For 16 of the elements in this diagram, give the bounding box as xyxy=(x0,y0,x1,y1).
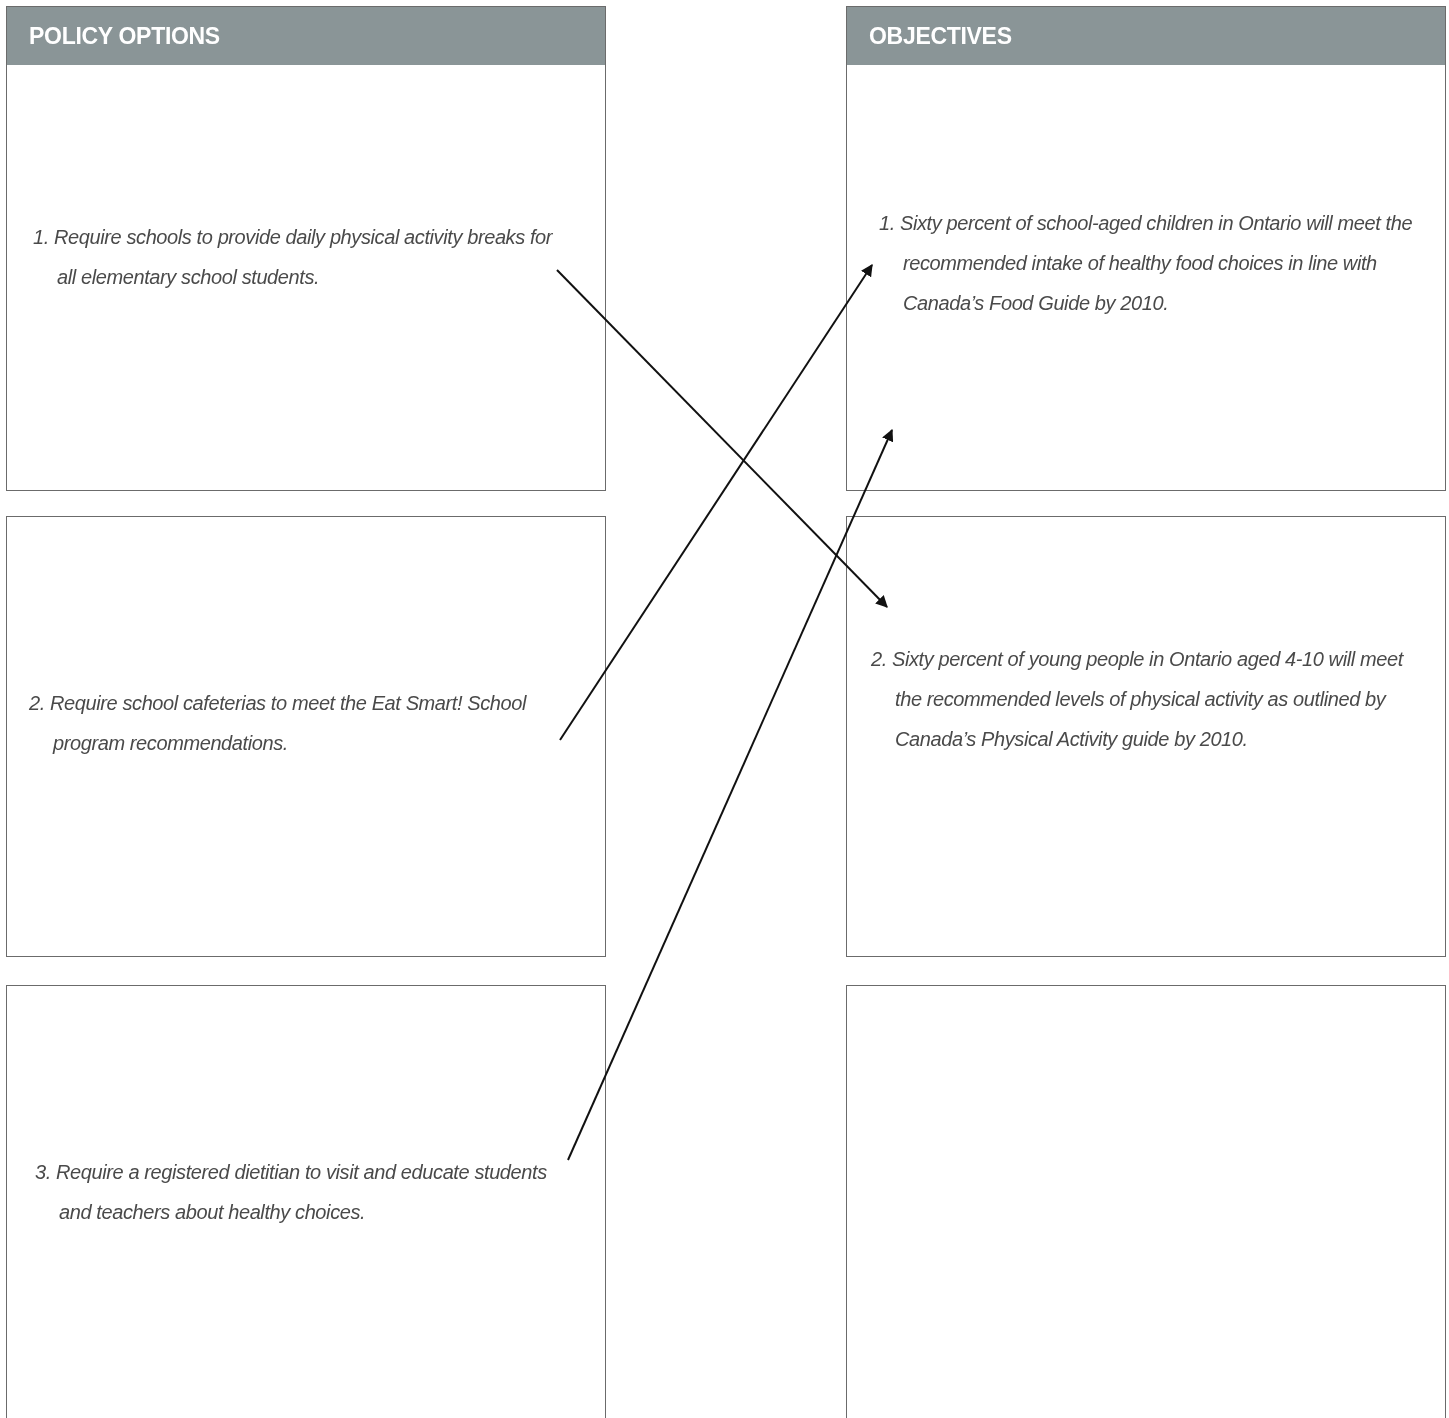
text-box xyxy=(846,6,1446,491)
arrow xyxy=(567,428,894,1161)
text-box xyxy=(6,516,606,957)
box-text: 2. Sixty percent of young people in Ontario aged 4-10 will meet the recommended levels of physical activity as outlined by Canada’s Physical Activity guide by 2010. xyxy=(871,647,1405,752)
text-box xyxy=(6,985,606,1418)
box-text: 1. Sixty percent of school-aged children in Ontario will meet the recommended intake of healthy food choices in line with Canada’s Food Guide by 2010. xyxy=(879,211,1414,316)
text-box xyxy=(846,516,1446,957)
column-header: POLICY OPTIONS xyxy=(7,7,605,65)
column-header: OBJECTIVES xyxy=(847,7,1445,65)
box-text: 2. Require school cafeterias to meet the Eat Smart! School program recommendations. xyxy=(29,691,528,756)
text-box xyxy=(6,6,606,491)
empty-box xyxy=(846,985,1446,1418)
arrow xyxy=(556,269,888,608)
box-text: 3. Require a registered dietitian to visit and educate students and teachers about healthy choices. xyxy=(35,1160,548,1225)
box-text: 1. Require schools to provide daily physical activity breaks for all elementary school students. xyxy=(33,225,554,290)
arrow xyxy=(559,264,873,741)
